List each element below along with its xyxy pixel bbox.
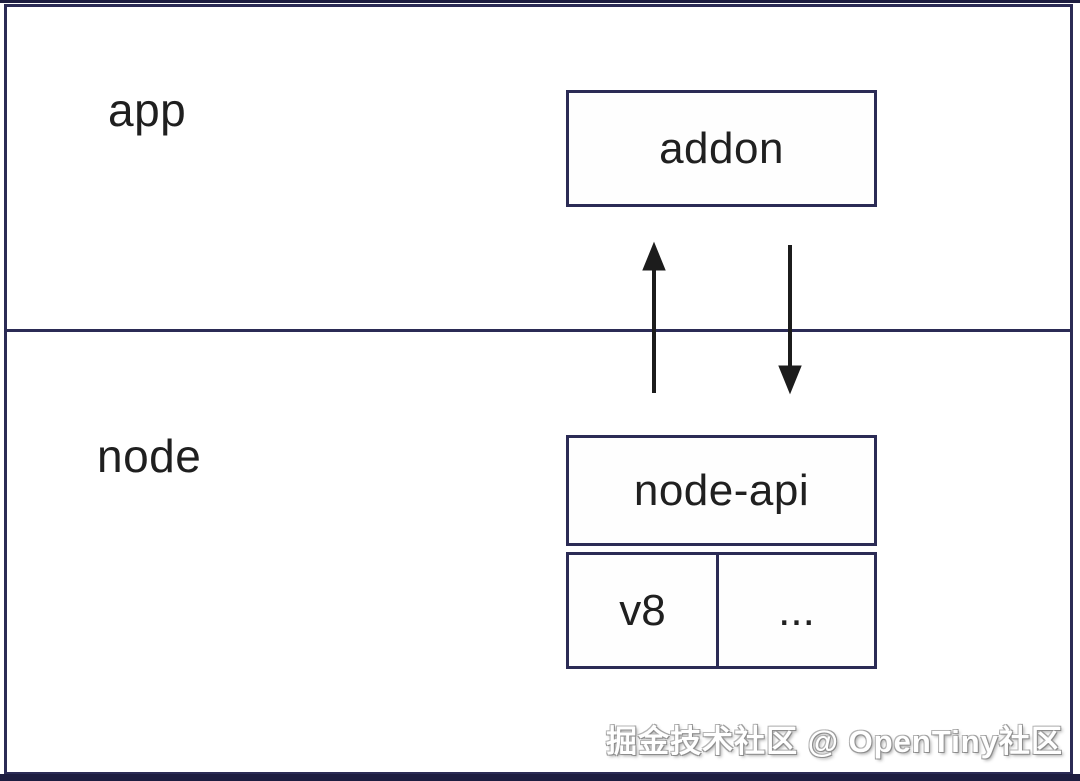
v8-box-label: v8 [619, 585, 666, 635]
addon-box-label: addon [659, 123, 784, 173]
v8-box: v8 [569, 555, 716, 666]
bottom-edge-bar [0, 774, 1080, 781]
node-api-box-label: node-api [633, 465, 810, 515]
runtime-boundary-box [4, 4, 1073, 775]
other-engines-box: ... [719, 555, 874, 666]
other-engines-label: ... [778, 585, 815, 635]
engine-cell-divider [716, 555, 719, 666]
engine-row-box: v8 ... [566, 552, 877, 669]
node-api-box: node-api [566, 435, 877, 546]
app-node-divider-line [4, 329, 1073, 332]
top-edge-line [0, 0, 1080, 3]
node-section-label: node [97, 430, 202, 482]
addon-box: addon [566, 90, 877, 207]
watermark-text: 掘金技术社区 @ OpenTiny社区 [606, 724, 1063, 759]
app-section-label: app [108, 84, 187, 136]
